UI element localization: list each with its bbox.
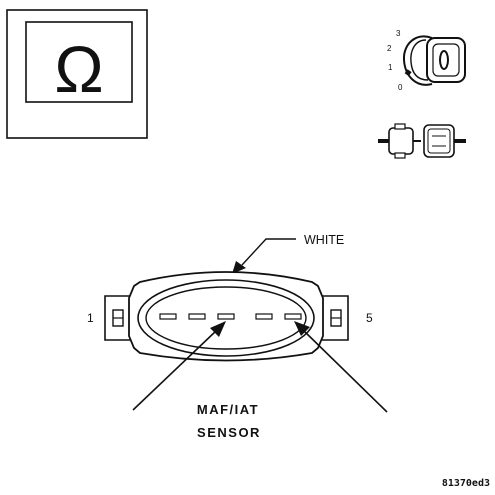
ignition-position-3: 3 (396, 29, 401, 38)
pin-cavity (217, 313, 235, 320)
ignition-key-icon: 3 2 1 0 (387, 29, 466, 92)
sensor-label-line2: SENSOR (197, 425, 261, 440)
pin-cavity (284, 313, 302, 320)
ohmmeter-icon: Ω (6, 9, 148, 139)
connector-face-inner (145, 286, 307, 350)
pin-cavity (255, 313, 273, 320)
connector-color-label: WHITE (304, 233, 344, 247)
maf-iat-connector (104, 271, 349, 362)
connector-half-left (388, 127, 414, 155)
color-leader-line (241, 238, 296, 266)
meter-outer-frame (6, 9, 148, 139)
figure-id: 81370ed3 (442, 478, 490, 489)
pin-number-first: 1 (87, 311, 94, 325)
key-hole (439, 50, 449, 70)
ohm-symbol: Ω (54, 32, 103, 106)
pin-cavity (188, 313, 206, 320)
probe-arrow-left-line (132, 329, 218, 411)
key-head (426, 37, 466, 83)
ignition-position-2: 2 (387, 44, 392, 53)
ignition-position-1: 1 (388, 63, 393, 72)
pin-cavity (159, 313, 177, 320)
sensor-label-line1: MAF/IAT (197, 402, 259, 417)
position-marker (404, 69, 412, 77)
probe-arrow-right-line (302, 329, 388, 413)
probe-arrow-right-head (294, 321, 310, 336)
ignition-position-0: 0 (398, 83, 403, 92)
disconnected-connector-icon (378, 123, 466, 159)
color-leader-arrowhead (232, 261, 246, 274)
lock-cylinder (402, 35, 433, 86)
connector-face-outer (137, 279, 315, 357)
pin-number-last: 5 (366, 311, 373, 325)
probe-arrow-left-head (210, 321, 226, 337)
meter-display-window (25, 21, 133, 103)
